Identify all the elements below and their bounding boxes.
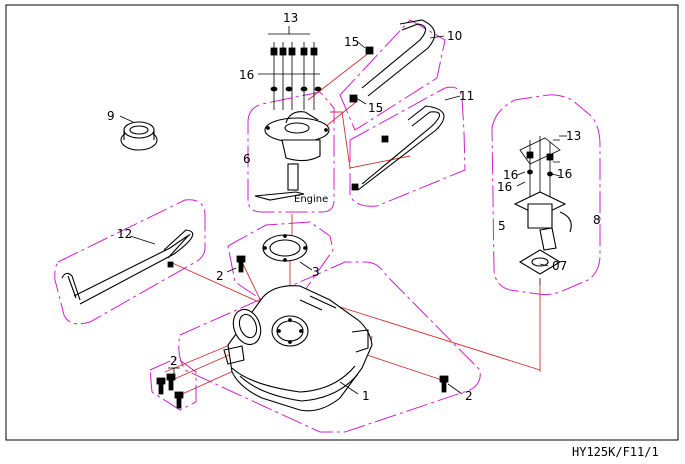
hose-top — [361, 19, 445, 97]
callout-clamp-upper: 15 — [344, 35, 359, 49]
callout-sensor-zone: 8 — [593, 213, 601, 227]
callout-sensor-group: 5 — [498, 219, 506, 233]
fuel-cap — [120, 121, 158, 151]
callout-screws-sensor: 13 — [566, 129, 581, 143]
callout-bolt-right: 2 — [465, 389, 473, 403]
hose-left — [61, 229, 194, 305]
callout-pump-group: 6 — [243, 152, 251, 166]
callout-sensor-part: 07 — [552, 259, 567, 273]
fuel-tank — [223, 285, 373, 412]
callout-washer-sensor-b: 16 — [497, 180, 512, 194]
callout-hose-top: 10 — [447, 29, 462, 43]
engine-label: Engine — [294, 194, 328, 205]
bolt-right — [439, 375, 449, 393]
callout-ring: 3 — [312, 265, 320, 279]
zone-sensor — [491, 94, 601, 296]
callout-washers-pump: 16 — [239, 68, 254, 82]
callout-cap: 9 — [107, 109, 115, 123]
zone-bolt-left — [149, 357, 197, 411]
clamps — [349, 46, 374, 103]
zone-hose-left — [54, 199, 206, 325]
zone-pump — [247, 91, 335, 213]
bolts-left — [156, 373, 184, 409]
drawing-frame — [5, 4, 679, 441]
callout-washer-sensor-a: 16 — [503, 168, 518, 182]
callout-tank: 1 — [362, 389, 370, 403]
drawing-code: HY125K/F11/1 — [572, 445, 659, 459]
callout-bolt-top: 2 — [216, 269, 224, 283]
zone-hose-mid — [349, 86, 466, 207]
tank-ring — [262, 234, 308, 262]
bolt-top — [236, 255, 246, 273]
leader-lines — [119, 41, 567, 395]
callout-hose-mid: 11 — [459, 89, 474, 103]
zone-tank — [178, 261, 481, 433]
callout-washer-sensor-c: 16 — [557, 167, 572, 181]
fuel-sensor — [513, 136, 572, 285]
callout-bolt-left: 2 — [170, 354, 178, 368]
callout-screws-pump: 13 — [283, 11, 298, 25]
hose-mid — [351, 95, 461, 191]
callout-clamp-lower: 15 — [368, 101, 383, 115]
pump-screws — [258, 26, 322, 110]
zone-ring — [227, 221, 334, 301]
fuel-pump — [254, 111, 330, 201]
zone-hose-top — [339, 19, 446, 131]
callout-hose-left: 12 — [117, 227, 132, 241]
